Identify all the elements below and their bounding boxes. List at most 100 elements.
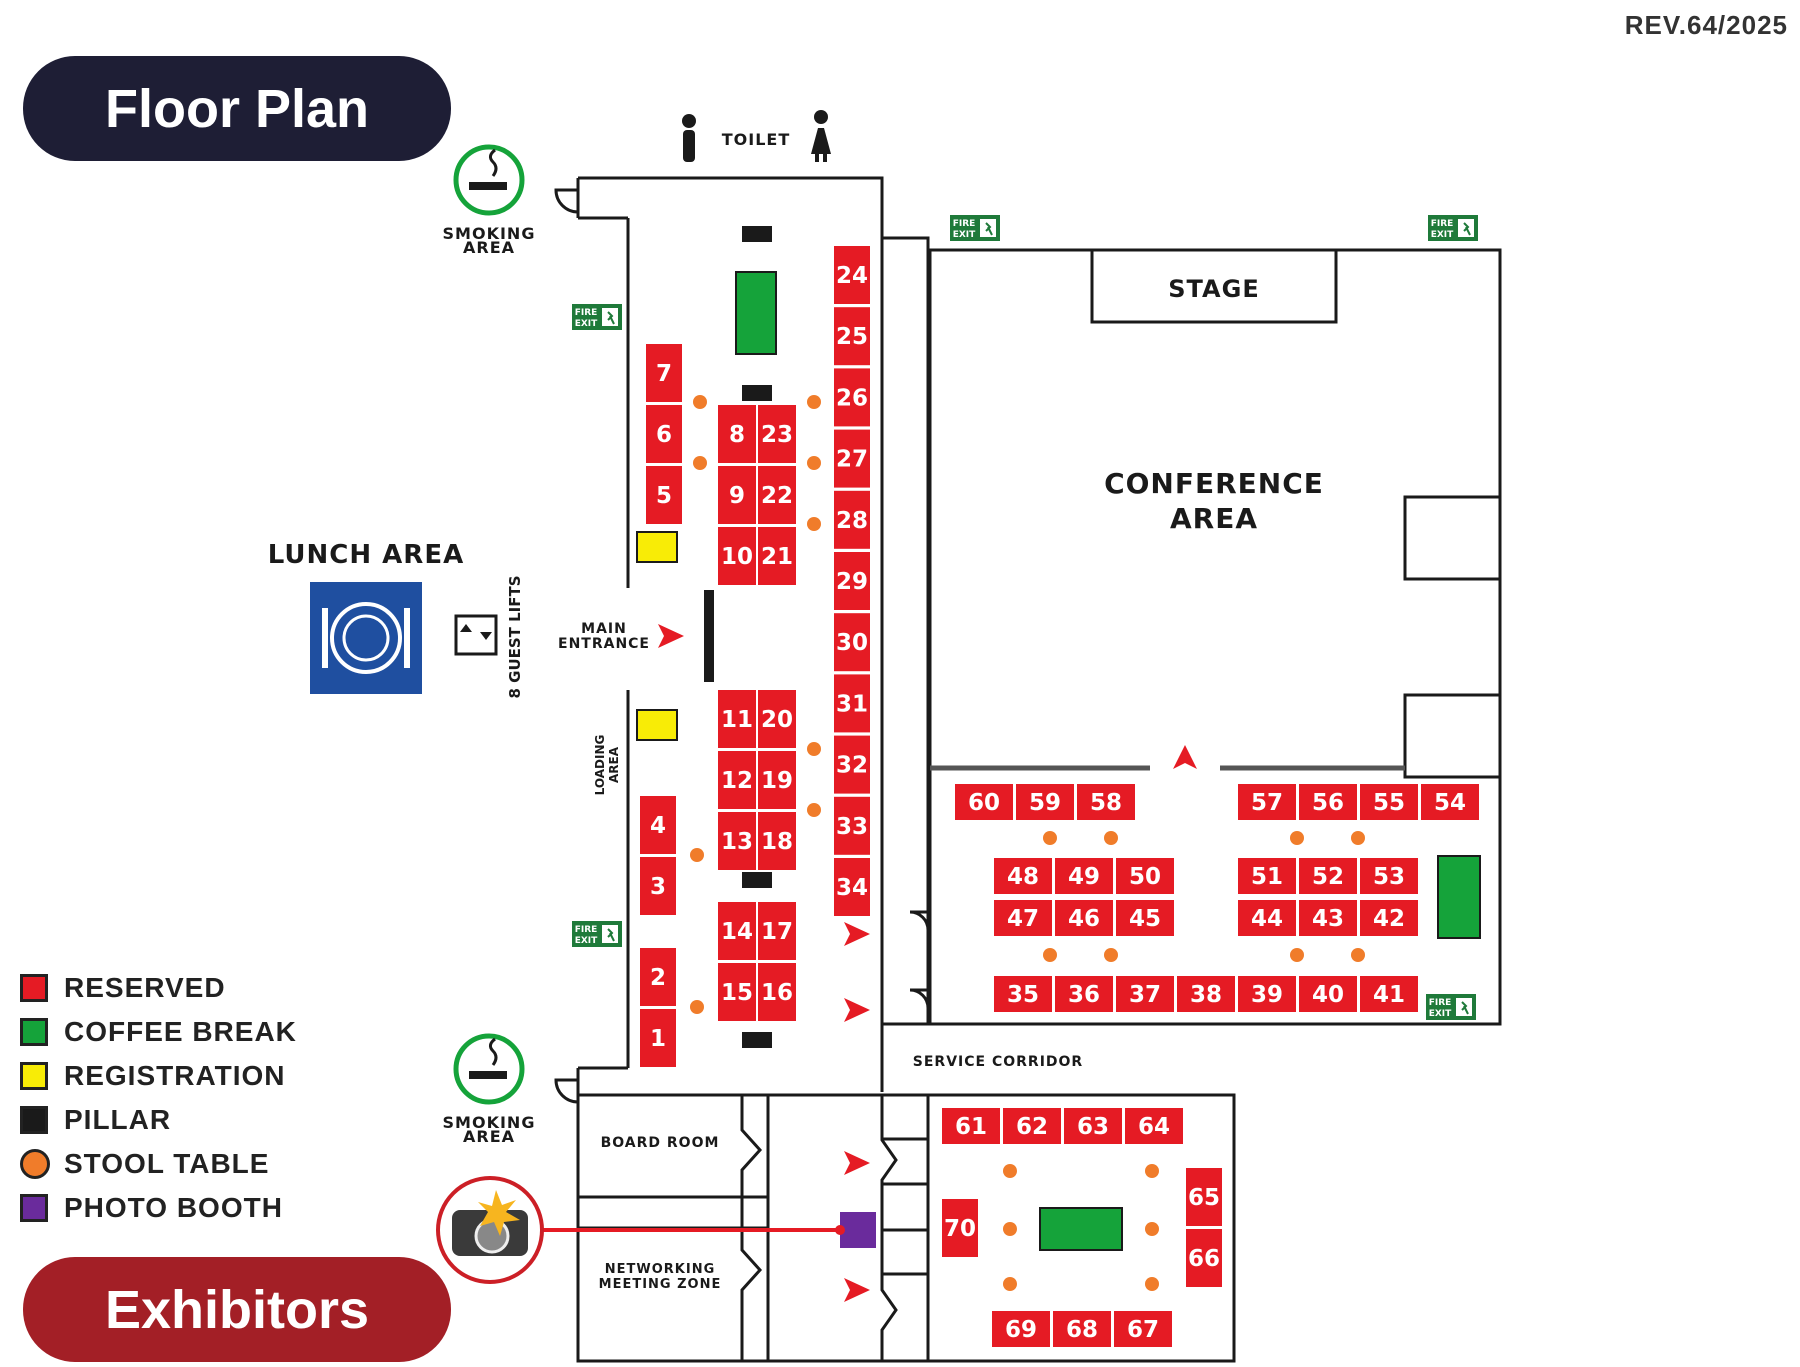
stool-table: [690, 1000, 704, 1014]
booth-label-56: 56: [1312, 790, 1344, 816]
booth-50: [1116, 858, 1174, 894]
booth-6: [646, 405, 682, 463]
networking-zone-label: MEETING ZONE: [599, 1277, 722, 1292]
loading-area-label: LOADING: [593, 735, 607, 796]
coffee-break-station: [735, 271, 777, 355]
booth-label-17: 17: [761, 919, 793, 945]
booth-69: [992, 1311, 1050, 1347]
direction-arrow: [844, 922, 870, 946]
booth-3: [640, 857, 676, 915]
coffee-break-station: [1039, 1207, 1123, 1251]
small-room: [880, 1228, 930, 1276]
legend-pillar: PILLAR: [20, 1098, 297, 1142]
booth-label-40: 40: [1312, 982, 1344, 1008]
service-corridor-label: SERVICE CORRIDOR: [913, 1054, 1083, 1070]
booth-49: [1055, 858, 1113, 894]
legend-stool: STOOL TABLE: [20, 1142, 297, 1186]
booth-label-47: 47: [1007, 906, 1039, 932]
booth-13: [718, 812, 756, 870]
booth-label-31: 31: [836, 691, 868, 717]
booth-11: [718, 690, 756, 748]
booth-label-70: 70: [944, 1216, 976, 1242]
cigarette-icon: [469, 182, 507, 190]
booth-label-10: 10: [721, 544, 753, 570]
pillar: [742, 1032, 772, 1048]
direction-arrow: [844, 1278, 870, 1302]
booth-label-53: 53: [1373, 864, 1405, 890]
booth-label-67: 67: [1127, 1317, 1159, 1343]
booth-16: [758, 963, 796, 1021]
legend: RESERVED COFFEE BREAK REGISTRATION PILLA…: [20, 966, 297, 1230]
fire-exit-label: FIRE: [953, 219, 976, 229]
smoke-icon: [488, 1037, 498, 1066]
booth-label-61: 61: [955, 1114, 987, 1140]
booth-label-48: 48: [1007, 864, 1039, 890]
side-room: [1403, 693, 1502, 779]
booth-40: [1299, 976, 1357, 1012]
female-toilet-icon: [811, 128, 831, 154]
conference-area-label: AREA: [1170, 502, 1258, 535]
smoking-label: AREA: [463, 238, 515, 257]
running-man-icon: [607, 311, 615, 325]
booth-56: [1299, 784, 1357, 820]
running-man-icon: [1461, 1001, 1469, 1015]
booth-label-32: 32: [836, 753, 868, 779]
booth-label-46: 46: [1068, 906, 1100, 932]
booth-65: [1186, 1168, 1222, 1226]
booth-label-50: 50: [1129, 864, 1161, 890]
booth-30: [834, 613, 870, 672]
small-room: [880, 1093, 930, 1141]
booth-63: [1064, 1108, 1122, 1144]
booth-label-12: 12: [721, 768, 753, 794]
booth-61: [942, 1108, 1000, 1144]
small-room: [880, 1182, 930, 1232]
booth-label-52: 52: [1312, 864, 1344, 890]
legend-registration: REGISTRATION: [20, 1054, 297, 1098]
smoke-icon: [488, 148, 498, 177]
door-swing: [909, 910, 930, 931]
side-room: [1403, 495, 1502, 581]
stool-table: [693, 395, 707, 409]
booth-label-39: 39: [1251, 982, 1283, 1008]
stool-table: [1351, 948, 1365, 962]
loading-area-label: AREA: [607, 746, 621, 783]
booth-label-44: 44: [1251, 906, 1283, 932]
booth-label-27: 27: [836, 447, 868, 473]
booth-label-26: 26: [836, 385, 868, 411]
lunch-area-icon: [310, 582, 422, 694]
booth-label-37: 37: [1129, 982, 1161, 1008]
fork-icon: [322, 608, 328, 668]
booth-label-25: 25: [836, 324, 868, 350]
legend-label: REGISTRATION: [64, 1060, 286, 1091]
hall-wall: [578, 176, 884, 1092]
direction-arrow: [844, 998, 870, 1022]
booth-21: [758, 527, 796, 585]
booth-label-55: 55: [1373, 790, 1405, 816]
booth-18: [758, 812, 796, 870]
fire-exit-label: EXIT: [575, 319, 598, 329]
booth-31: [834, 674, 870, 733]
door-swing: [554, 1078, 579, 1104]
booth-label-19: 19: [761, 768, 793, 794]
stool-table: [1043, 831, 1057, 845]
smoking-icon: [453, 144, 525, 216]
direction-arrow: [1173, 745, 1197, 769]
booth-33: [834, 796, 870, 855]
booth-20: [758, 690, 796, 748]
booth-34: [834, 858, 870, 916]
booth-label-65: 65: [1188, 1185, 1220, 1211]
stool-swatch: [20, 1149, 50, 1179]
registration-desk: [636, 531, 678, 563]
booth-41: [1360, 976, 1418, 1012]
female-toilet-icon: [815, 152, 819, 162]
booth-label-69: 69: [1005, 1317, 1037, 1343]
stool-table: [1290, 831, 1304, 845]
booth-label-38: 38: [1190, 982, 1222, 1008]
booth-label-36: 36: [1068, 982, 1100, 1008]
plate-icon: [342, 614, 390, 662]
stool-table: [807, 517, 821, 531]
booth-label-66: 66: [1188, 1246, 1220, 1272]
stool-table: [1104, 948, 1118, 962]
stool-table: [807, 395, 821, 409]
corridor-wall: [882, 236, 930, 1024]
